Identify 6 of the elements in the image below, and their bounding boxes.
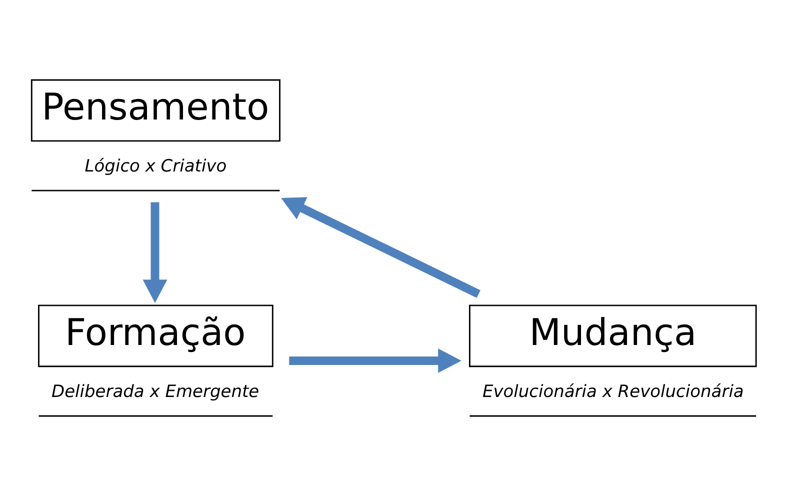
arrow: [281, 197, 480, 298]
arrow: [289, 348, 462, 373]
node-label: Deliberada x Emergente: [52, 382, 260, 402]
node-label: Lógico x Criativo: [84, 156, 227, 177]
node-label: Evolucionária x Revolucionária: [482, 382, 744, 402]
arrow: [142, 202, 168, 303]
